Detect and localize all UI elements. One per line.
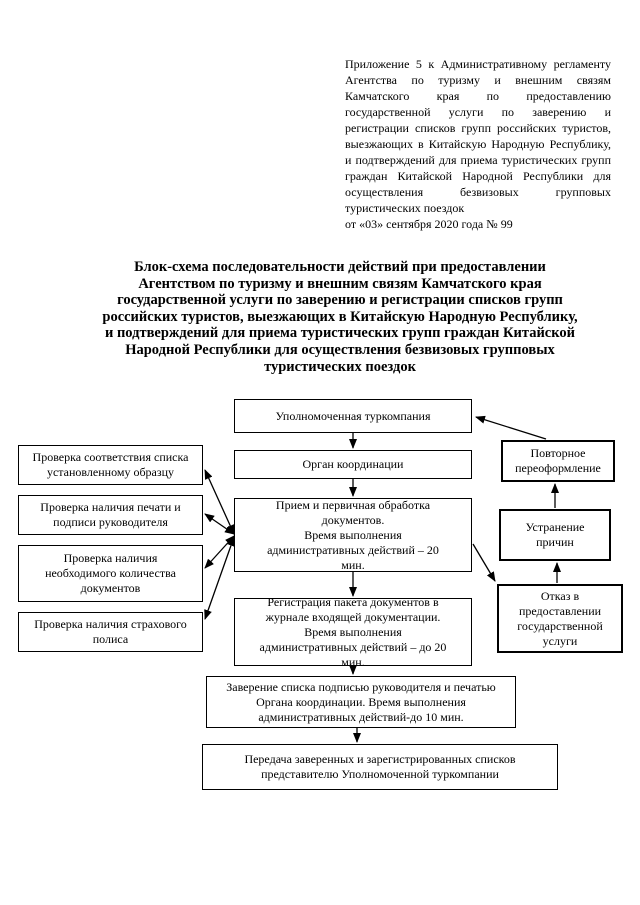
flowchart-node-re-registration: Повторное переоформление xyxy=(501,440,615,482)
flowchart-node-certification: Заверение списка подписью руководителя и… xyxy=(206,676,516,728)
arrow-reception-to-refusal xyxy=(472,543,496,582)
flowchart-node-reception: Прием и первичная обработка документов. … xyxy=(234,498,472,572)
flowchart-node-check-seal-signature: Проверка наличия печати и подписи руково… xyxy=(18,495,203,535)
flowchart-node-check-list-format: Проверка соответствия списка установленн… xyxy=(18,445,203,485)
arrow-reception-check-insurance xyxy=(204,536,235,620)
flowchart-node-registration: Регистрация пакета документов в журнале … xyxy=(234,595,472,669)
page-title: Блок-схема последовательности действий п… xyxy=(102,259,578,375)
annex-date-line: от «03» сентября 2020 года № 99 xyxy=(345,217,513,231)
flowchart-node-refusal: Отказ в предоставлении государственной у… xyxy=(497,584,623,653)
annex-reference: Приложение 5 к Административному регламе… xyxy=(345,56,611,232)
flowchart-node-check-docs-quantity: Проверка наличия необходимого количества… xyxy=(18,545,203,602)
annex-paragraph: Приложение 5 к Административному регламе… xyxy=(345,57,611,215)
arrow-reregistration-to-company xyxy=(475,415,547,440)
flowchart-node-check-insurance: Проверка наличия страхового полиса xyxy=(18,612,203,652)
flowchart-node-coordination-body: Орган координации xyxy=(234,450,472,479)
flowchart-node-cause-elimination: Устранение причин xyxy=(499,509,611,561)
flowchart-node-authorized-company: Уполномоченная туркомпания xyxy=(234,399,472,433)
flowchart-node-transfer: Передача заверенных и зарегистрированных… xyxy=(202,744,558,790)
arrow-reception-check-seal-signature xyxy=(204,513,235,535)
arrow-reception-check-docs-quantity xyxy=(204,535,235,569)
arrow-reception-check-list-format xyxy=(204,469,235,535)
